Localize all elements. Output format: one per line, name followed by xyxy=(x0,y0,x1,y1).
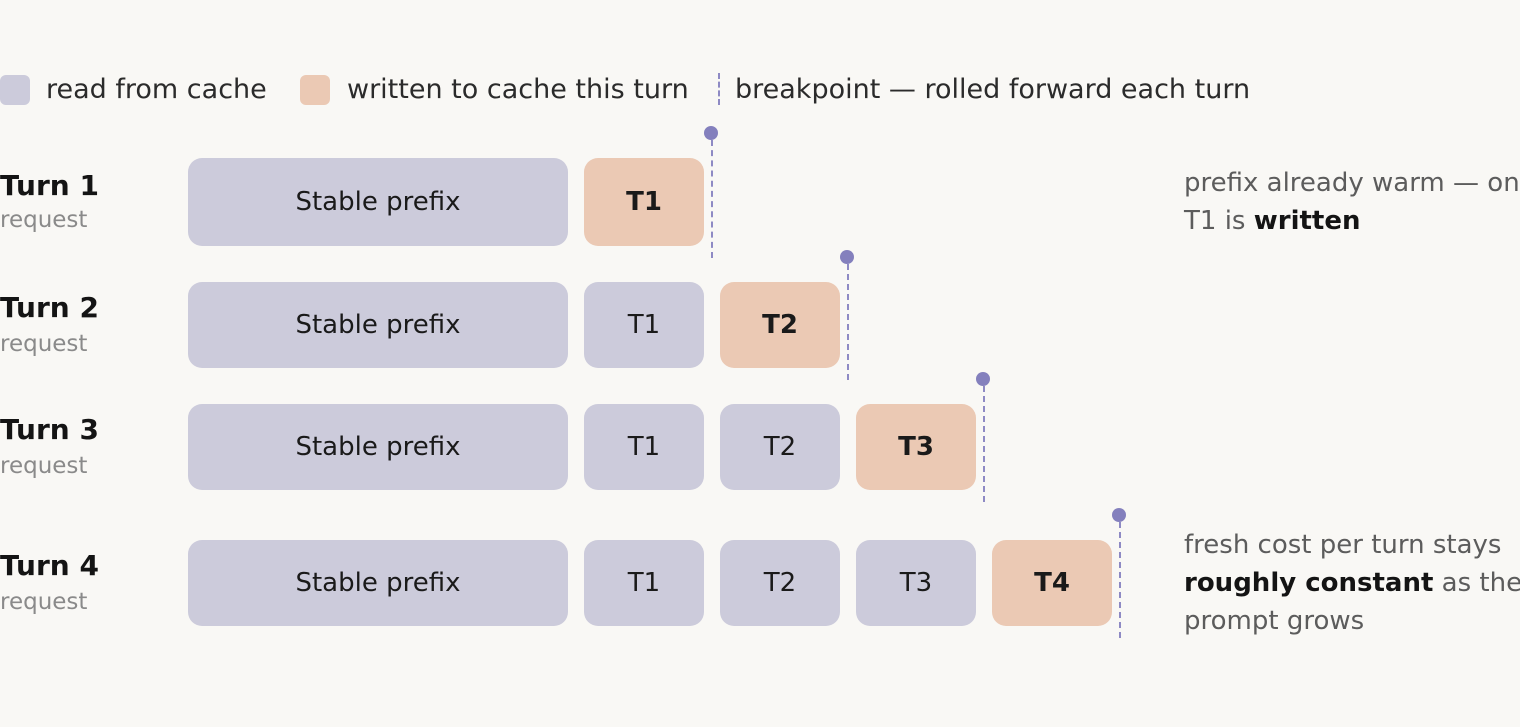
stable-prefix-block: Stable prefix xyxy=(188,404,568,490)
note-text: as the xyxy=(1433,568,1520,598)
turn-sublabel: request xyxy=(0,453,88,479)
note-line: fresh cost per turn stays xyxy=(1184,530,1502,560)
t3-block: T3 xyxy=(856,404,976,490)
t1-block: T1 xyxy=(584,282,704,368)
breakpoint-dot xyxy=(976,372,990,386)
read-swatch xyxy=(0,75,30,105)
turn-label: Turn 4 xyxy=(0,549,99,582)
legend-read-label: read from cache xyxy=(46,74,267,105)
t1-block: T1 xyxy=(584,404,704,490)
turn1-annotation: prefix already warm — only T1 is written xyxy=(1184,164,1520,240)
note-emphasis: written xyxy=(1253,206,1361,236)
stable-prefix-block: Stable prefix xyxy=(188,158,568,246)
turn-sublabel: request xyxy=(0,589,88,615)
note-line: roughly constant as the xyxy=(1184,564,1520,602)
stable-prefix-block: Stable prefix xyxy=(188,540,568,626)
legend-written-label: written to cache this turn xyxy=(347,74,689,105)
turn-sublabel: request xyxy=(0,207,88,233)
breakpoint-dot xyxy=(840,250,854,264)
t4-block: T4 xyxy=(992,540,1112,626)
breakpoint-dot xyxy=(1112,508,1126,522)
stable-prefix-block: Stable prefix xyxy=(188,282,568,368)
turn-sublabel: request xyxy=(0,331,88,357)
t2-block: T2 xyxy=(720,282,840,368)
turn-label: Turn 3 xyxy=(0,413,99,446)
t1-block: T1 xyxy=(584,540,704,626)
breakpoint-dot xyxy=(704,126,718,140)
t2-block: T2 xyxy=(720,404,840,490)
turn4-annotation: fresh cost per turn stays roughly consta… xyxy=(1184,526,1520,640)
note-text: T1 is xyxy=(1184,206,1254,236)
t2-block: T2 xyxy=(720,540,840,626)
t3-block: T3 xyxy=(856,540,976,626)
breakpoint-legend-line xyxy=(718,73,720,105)
turn-label: Turn 2 xyxy=(0,291,99,324)
breakpoint-line xyxy=(711,140,713,258)
written-swatch xyxy=(300,75,330,105)
breakpoint-line xyxy=(847,264,849,380)
note-emphasis: roughly constant xyxy=(1184,568,1434,598)
breakpoint-line xyxy=(983,386,985,502)
note-line: T1 is written xyxy=(1184,202,1520,240)
note-line: prefix already warm — only xyxy=(1184,168,1520,198)
t1-block: T1 xyxy=(584,158,704,246)
note-line: prompt grows xyxy=(1184,606,1365,636)
breakpoint-line xyxy=(1119,522,1121,638)
legend-breakpoint-label: breakpoint — rolled forward each turn xyxy=(735,74,1251,105)
turn-label: Turn 1 xyxy=(0,169,99,202)
